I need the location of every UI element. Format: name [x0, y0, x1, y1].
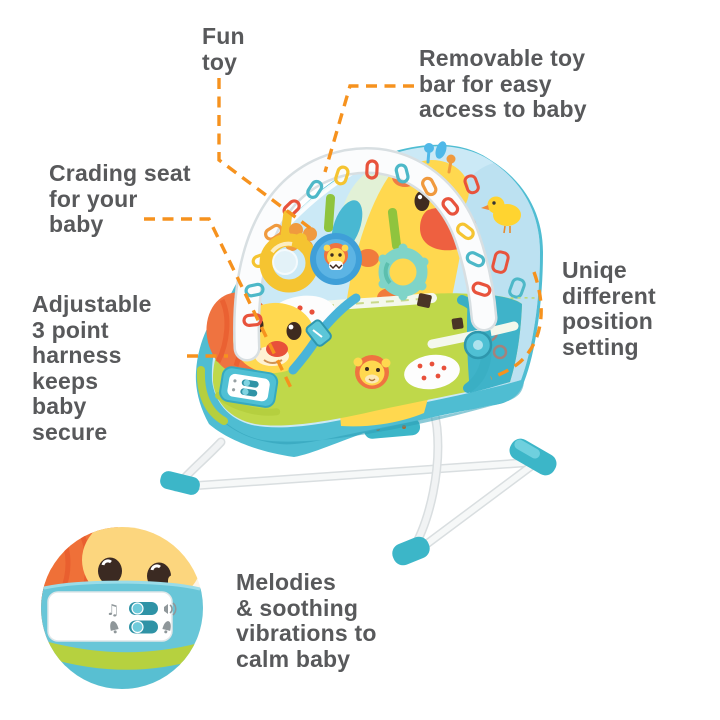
label-crading-seat: Crading seat for your baby — [49, 160, 191, 237]
label-removable-toy-bar: Removable toy bar for easy access to bab… — [419, 45, 587, 122]
harness-strap — [288, 335, 321, 375]
pad-square-print — [451, 317, 464, 330]
callout-line-crading-seat — [144, 217, 293, 389]
toy-strap — [323, 194, 336, 233]
music-note-icon: ♫ — [106, 601, 119, 619]
harness-buckle — [305, 319, 332, 347]
vibration-bell-icon — [110, 621, 119, 634]
lion-disc-toy — [310, 194, 362, 285]
green-trim — [196, 366, 228, 425]
speaker-volume-icon — [164, 602, 177, 616]
bird-print — [481, 196, 521, 234]
callout-line-positions — [490, 271, 543, 380]
seat-control-panel — [214, 366, 281, 416]
inset-green-strip — [41, 640, 203, 671]
harness — [288, 293, 361, 375]
frame-foot-caps — [160, 438, 557, 566]
callout-line-fun-toy — [217, 78, 312, 230]
toy-strap — [387, 208, 402, 250]
control-panel-inset: ♫ — [41, 527, 203, 689]
callout-line-removable-bar — [323, 84, 414, 173]
label-fun-toy: Fun toy — [202, 23, 245, 75]
monkey-print — [353, 355, 391, 389]
toy-bar — [233, 147, 498, 362]
teether-ring-toy — [378, 208, 429, 301]
lion-nose — [266, 341, 288, 357]
label-unique-positions: Uniqe different position setting — [562, 257, 656, 360]
lion-eye — [286, 322, 302, 340]
pad-square-print — [417, 293, 432, 308]
label-melodies: Melodies & soothing vibrations to calm b… — [236, 569, 377, 672]
label-adjustable-harness: Adjustable 3 point harness keeps baby se… — [32, 291, 152, 445]
bird-beak — [481, 205, 489, 210]
callout-lines — [144, 78, 543, 389]
vibration-bell-icon — [162, 621, 171, 634]
bird-eye — [492, 201, 496, 205]
